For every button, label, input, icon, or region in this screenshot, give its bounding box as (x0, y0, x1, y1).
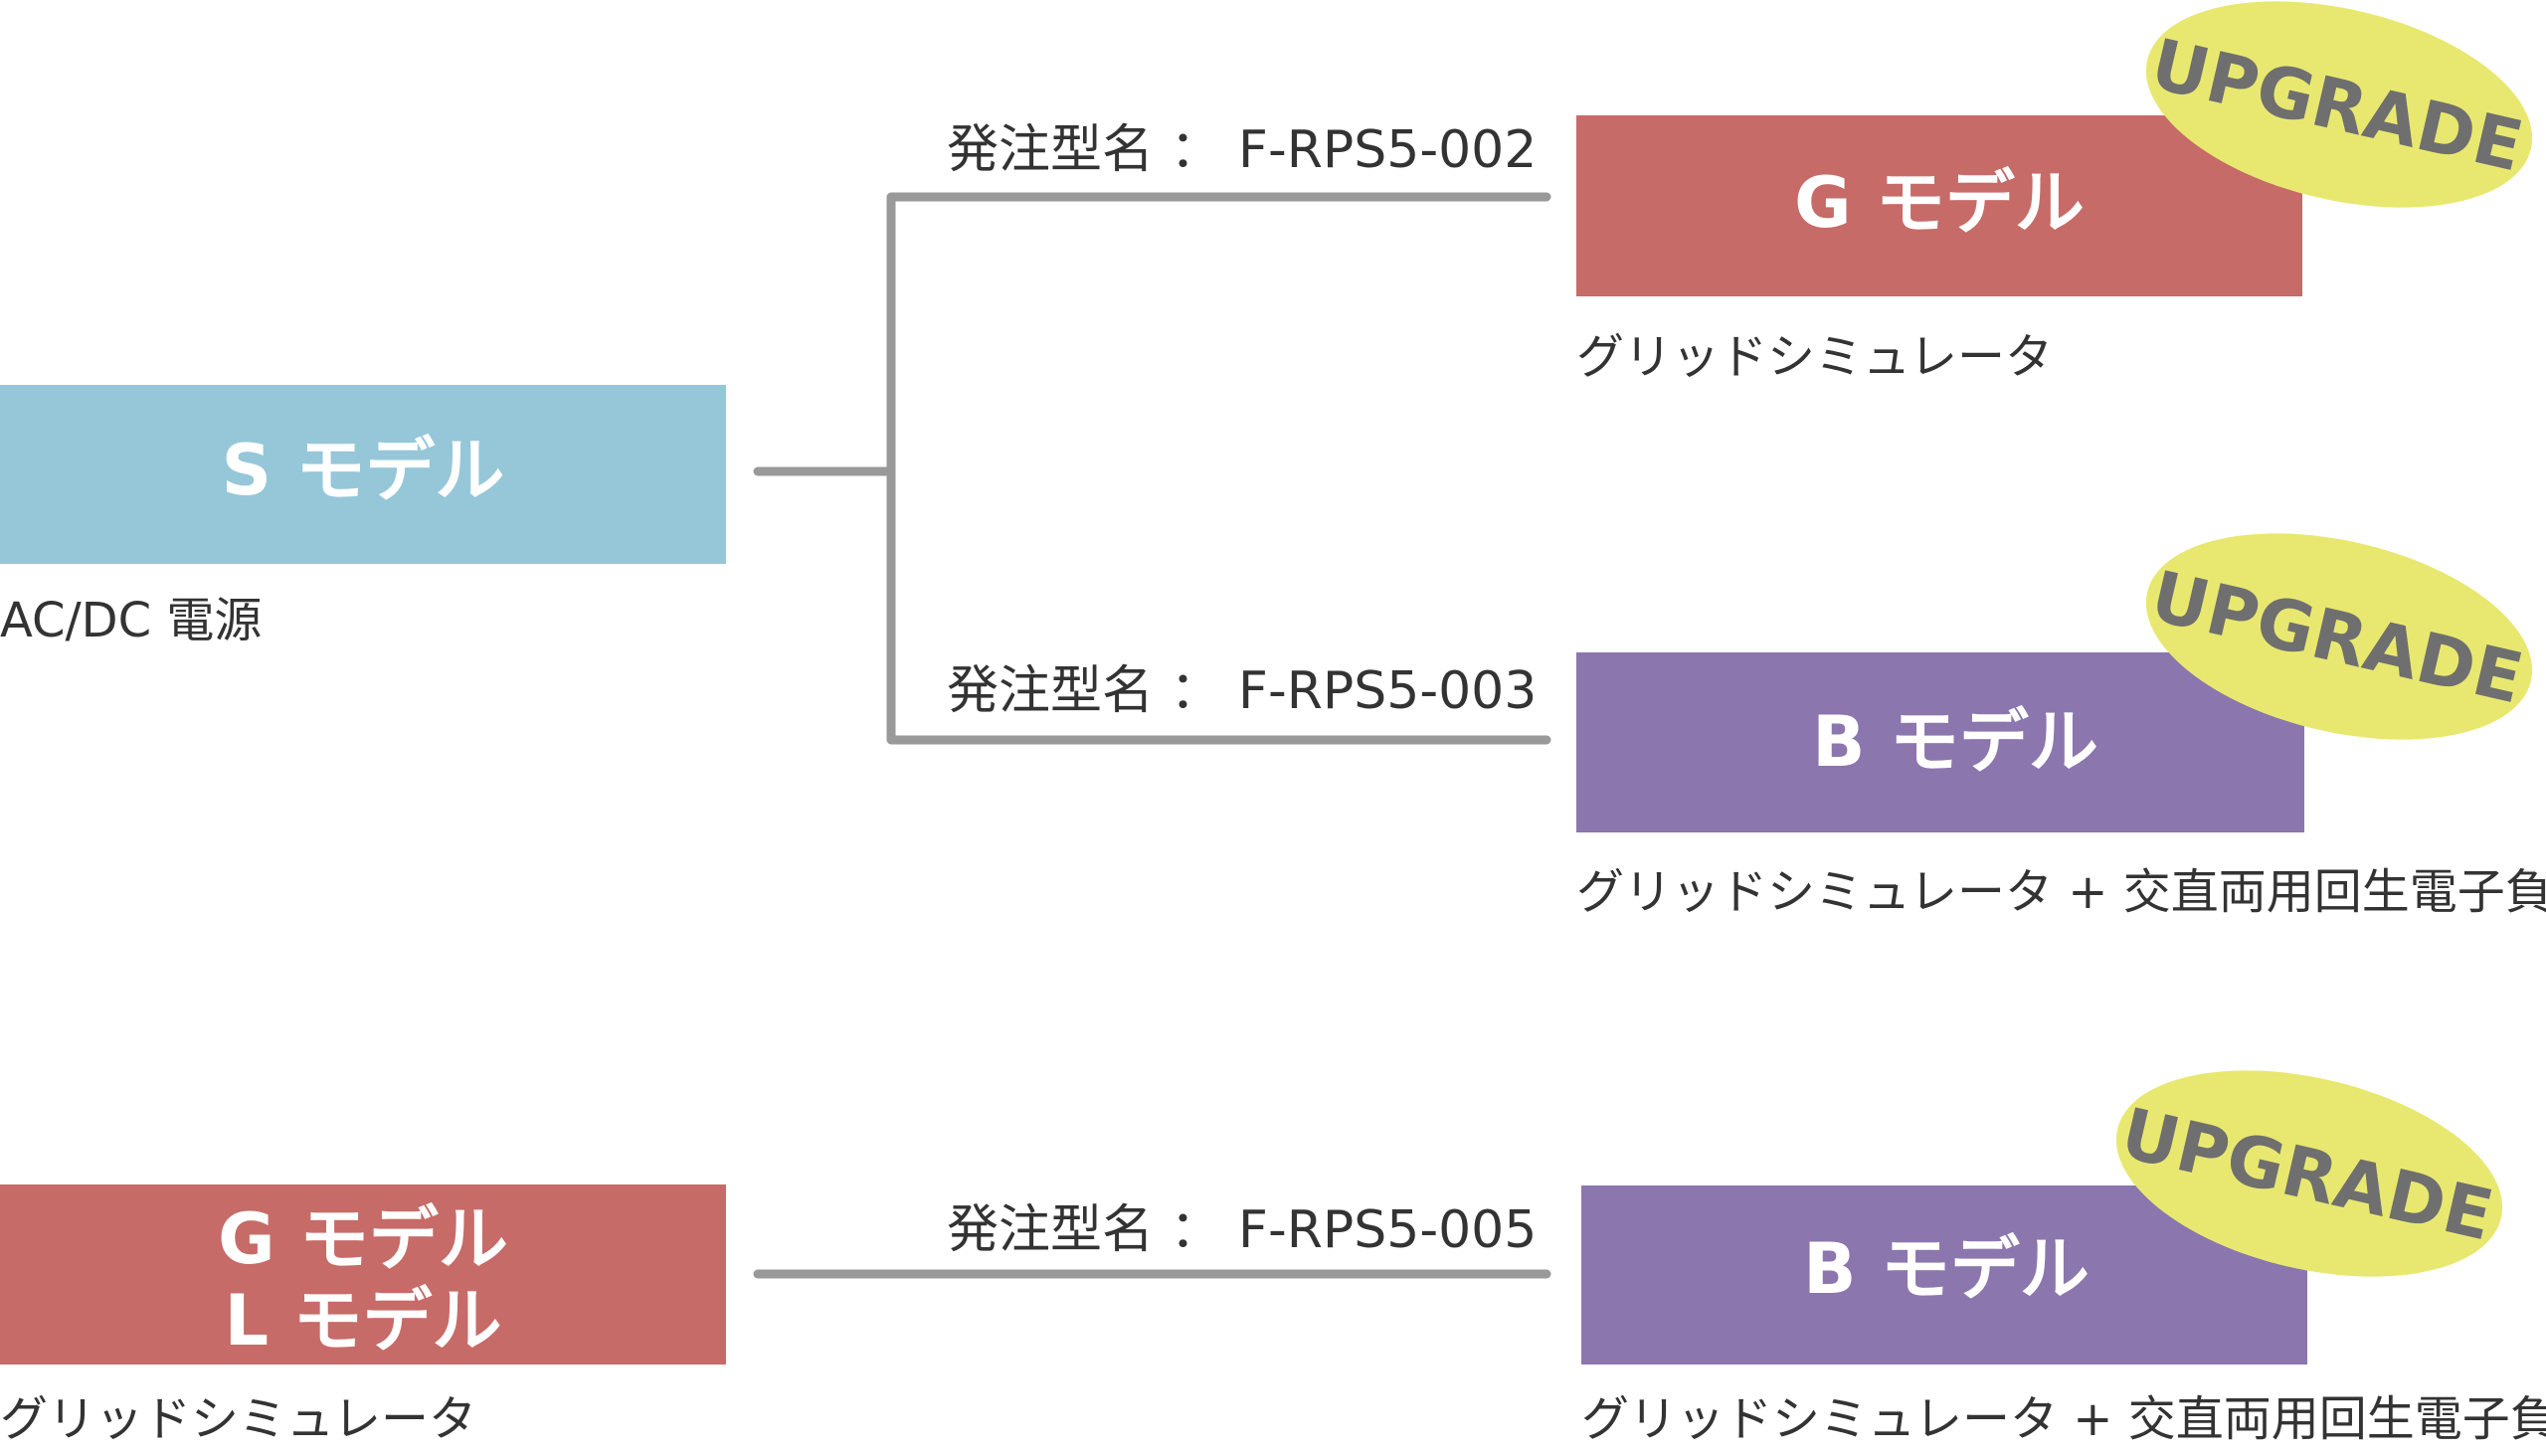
upgrade-badge-b2: UPGRADE (2114, 1070, 2503, 1277)
s-model-label: S モデル (222, 430, 505, 511)
b-model-target-box-upper: B モデル (1576, 652, 2304, 832)
s-model-box: S モデル (0, 385, 726, 564)
b-model-target-fill-upper (1576, 652, 2304, 832)
l-model-label-line2: L モデル (225, 1280, 502, 1362)
upgrade-badge-b2-shape (2115, 1070, 2503, 1277)
order-number-b2: 発注型名 ： F-RPS5-005 (947, 1200, 1537, 1260)
g-model-target-caption: グリッドシミュレータ (1576, 329, 2053, 385)
b-model-target-label-upper: B モデル (1812, 701, 2098, 783)
order-number-g: 発注型名 ： F-RPS5-002 (947, 120, 1537, 180)
upgrade-badge-b1-shape (2145, 533, 2533, 740)
g-model-target-label: G モデル (1794, 162, 2085, 244)
g-model-label-line1: G モデル (218, 1198, 508, 1280)
b-model-target-caption-lower: グリッドシミュレータ + 交直両用回生電子負荷 (1581, 1391, 2546, 1447)
upgrade-badge-g-shape (2145, 1, 2533, 208)
s-model-caption: AC/DC 電源 (0, 593, 262, 648)
gl-model-box: G モデル L モデル (0, 1184, 726, 1365)
b-model-target-label-lower: B モデル (1803, 1228, 2090, 1310)
order-number-b1: 発注型名 ： F-RPS5-003 (947, 661, 1537, 721)
gl-model-fill (0, 1184, 726, 1365)
b-model-target-caption-upper: グリッドシミュレータ + 交直両用回生電子負荷 (1576, 864, 2546, 920)
s-model-fill (0, 385, 726, 564)
g-model-target-fill (1576, 115, 2302, 296)
gl-model-caption: グリッドシミュレータ (0, 1391, 476, 1447)
connector-s-branch (753, 192, 1551, 745)
g-model-target-box: G モデル (1576, 115, 2302, 296)
